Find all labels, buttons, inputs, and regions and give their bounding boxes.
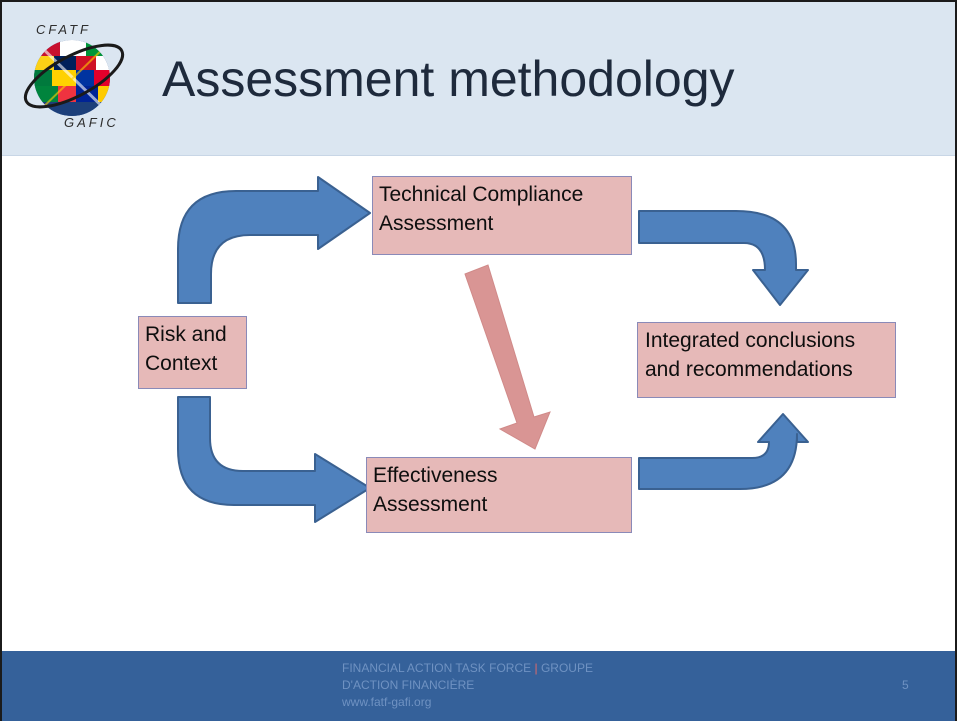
page-number: 5 <box>902 678 909 692</box>
arrow-risk-to-effectiveness <box>177 396 371 523</box>
slide-header: CFATF GAFIC Assessment methodology <box>2 2 955 156</box>
node-technical-compliance-line2: Assessment <box>379 212 494 235</box>
footer-org-name-fr-part2: D'ACTION FINANCIÈRE <box>342 678 475 692</box>
node-effectiveness-line2: Assessment <box>373 493 488 516</box>
node-risk-context-line1: Risk and <box>145 323 227 346</box>
node-integrated-conclusions: Integrated conclusions and recommendatio… <box>637 322 896 398</box>
footer-text: FINANCIAL ACTION TASK FORCE | GROUPE D'A… <box>342 660 593 711</box>
node-technical-compliance-line1: Technical Compliance <box>379 183 584 206</box>
arrow-effectiveness-to-integrated <box>638 413 809 490</box>
cfatf-logo: CFATF GAFIC <box>23 22 125 130</box>
logo-bottom-text: GAFIC <box>64 115 119 130</box>
footer-separator: | <box>534 661 538 675</box>
node-effectiveness: Effectiveness Assessment <box>366 457 632 533</box>
node-integrated-line2: and recommendations <box>645 358 853 381</box>
footer-org-name: FINANCIAL ACTION TASK FORCE <box>342 661 532 675</box>
slide-footer: FINANCIAL ACTION TASK FORCE | GROUPE D'A… <box>2 651 955 721</box>
footer-website[interactable]: www.fatf-gafi.org <box>342 695 432 709</box>
node-integrated-line1: Integrated conclusions <box>645 329 856 352</box>
logo-top-text: CFATF <box>36 22 91 37</box>
slide-title: Assessment methodology <box>162 51 735 107</box>
arrow-technical-compliance-to-effectiveness <box>464 264 551 450</box>
arrow-risk-to-technical-compliance <box>177 176 371 304</box>
node-risk-context: Risk and Context <box>138 316 247 389</box>
node-effectiveness-line1: Effectiveness <box>373 464 498 487</box>
node-risk-context-line2: Context <box>145 352 218 375</box>
node-technical-compliance: Technical Compliance Assessment <box>372 176 632 255</box>
arrow-technical-compliance-to-integrated <box>638 210 809 306</box>
footer-org-name-fr-part1: GROUPE <box>540 661 593 675</box>
